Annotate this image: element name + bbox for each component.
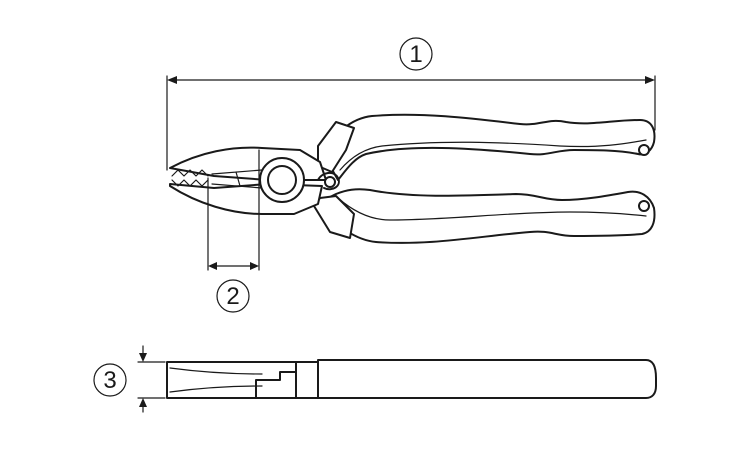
pliers-side-view [166, 359, 657, 399]
upper-handle [321, 113, 656, 181]
arrowhead-left-1 [167, 76, 177, 84]
side-joint-step [255, 371, 297, 399]
arrowhead-bottom-3 [139, 398, 147, 407]
dimension-thickness: 3 [93, 345, 166, 413]
arrowhead-left-2 [208, 262, 217, 270]
upper-handle-inner-line [339, 139, 647, 171]
arrowhead-top-3 [139, 353, 147, 362]
lower-eyelet [638, 200, 650, 212]
side-collar [295, 361, 319, 399]
pliers-top-view [169, 113, 656, 244]
callout-number-3: 3 [103, 367, 116, 394]
crimp-hole [324, 176, 336, 188]
arrowhead-right-2 [250, 262, 259, 270]
jaw-teeth [171, 169, 209, 187]
side-handle [317, 359, 657, 399]
dimension-overall-length: 1 [166, 37, 656, 171]
callout-circle-1 [399, 37, 433, 71]
upper-eyelet [638, 144, 650, 156]
callout-number-2: 2 [226, 283, 239, 310]
pivot-inner-ring [267, 165, 297, 195]
side-head-bevel [169, 367, 263, 393]
crimp-notch [317, 172, 340, 191]
dimension-jaw-length: 2 [207, 149, 260, 313]
callout-circle-3 [93, 363, 127, 397]
arrowhead-right-1 [645, 76, 655, 84]
cutter-edge [211, 169, 263, 189]
callout-circle-2 [216, 279, 250, 313]
callout-number-1: 1 [409, 41, 422, 68]
lower-handle-inner-line [337, 197, 647, 221]
